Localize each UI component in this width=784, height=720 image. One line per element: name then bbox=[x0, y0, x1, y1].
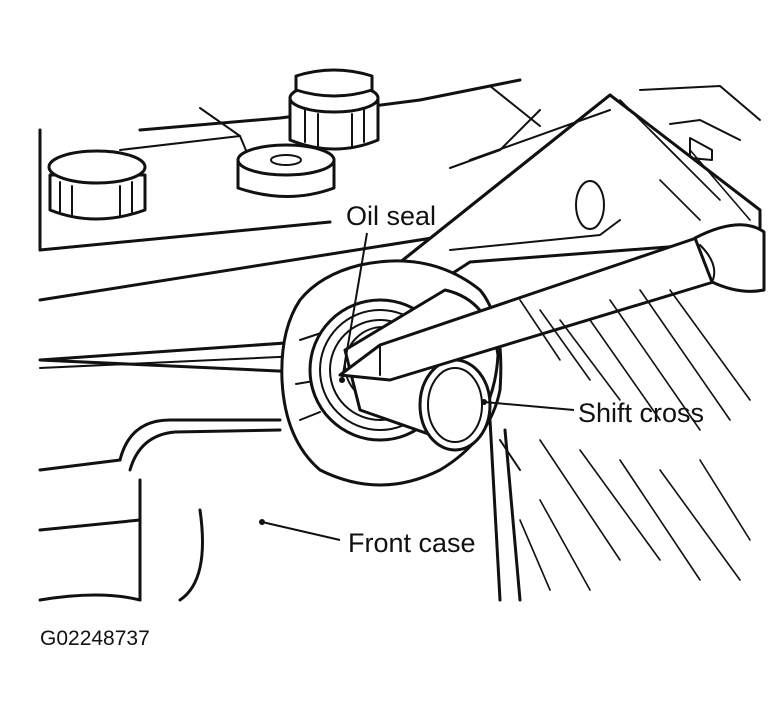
upper-housing bbox=[38, 78, 761, 302]
screwdriver-tool bbox=[338, 223, 766, 382]
shift-cross-label: Shift cross bbox=[578, 398, 705, 428]
figure-code: G02248737 bbox=[40, 627, 150, 650]
filler-cap-left bbox=[47, 149, 147, 221]
housing-boss bbox=[236, 143, 336, 198]
callout-leaders bbox=[259, 232, 575, 541]
bolt-cap-top bbox=[288, 68, 380, 151]
oil-seal-label: Oil seal bbox=[346, 201, 437, 231]
front-case-body bbox=[38, 418, 522, 602]
shading-hatch bbox=[519, 99, 751, 591]
front-case-label: Front case bbox=[348, 528, 476, 558]
